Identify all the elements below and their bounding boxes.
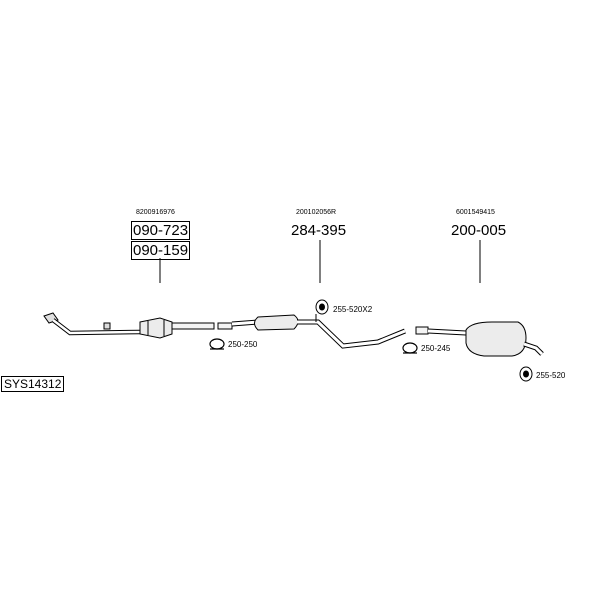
clamp-rear-icon — [402, 342, 418, 354]
part-number-front-1[interactable]: 090-723 — [131, 221, 191, 240]
rubber-mount-rear-label[interactable]: 255-520 — [536, 371, 566, 380]
front-pipe-catalyst — [43, 312, 215, 339]
oem-number-front: 8200916976 — [136, 209, 175, 216]
part-number-front-2[interactable]: 090-159 — [131, 241, 191, 260]
oem-number-middle: 200102056R — [296, 209, 337, 216]
part-number-rear[interactable]: 200-005 — [451, 222, 507, 239]
rubber-mount-front-icon — [315, 299, 329, 315]
clamp-rear-label[interactable]: 250-245 — [421, 344, 451, 353]
system-code-label: SYS14312 — [1, 376, 65, 392]
rubber-mount-front-label[interactable]: 255-520X2 — [333, 305, 373, 314]
clamp-front-icon — [209, 338, 225, 350]
clamp-front-label[interactable]: 250-250 — [228, 340, 258, 349]
oem-number-rear: 6001549415 — [456, 209, 495, 216]
center-muffler — [217, 314, 406, 349]
rubber-mount-rear-icon — [519, 366, 533, 382]
rear-silencer — [415, 321, 544, 357]
part-number-middle[interactable]: 284-395 — [291, 222, 347, 239]
